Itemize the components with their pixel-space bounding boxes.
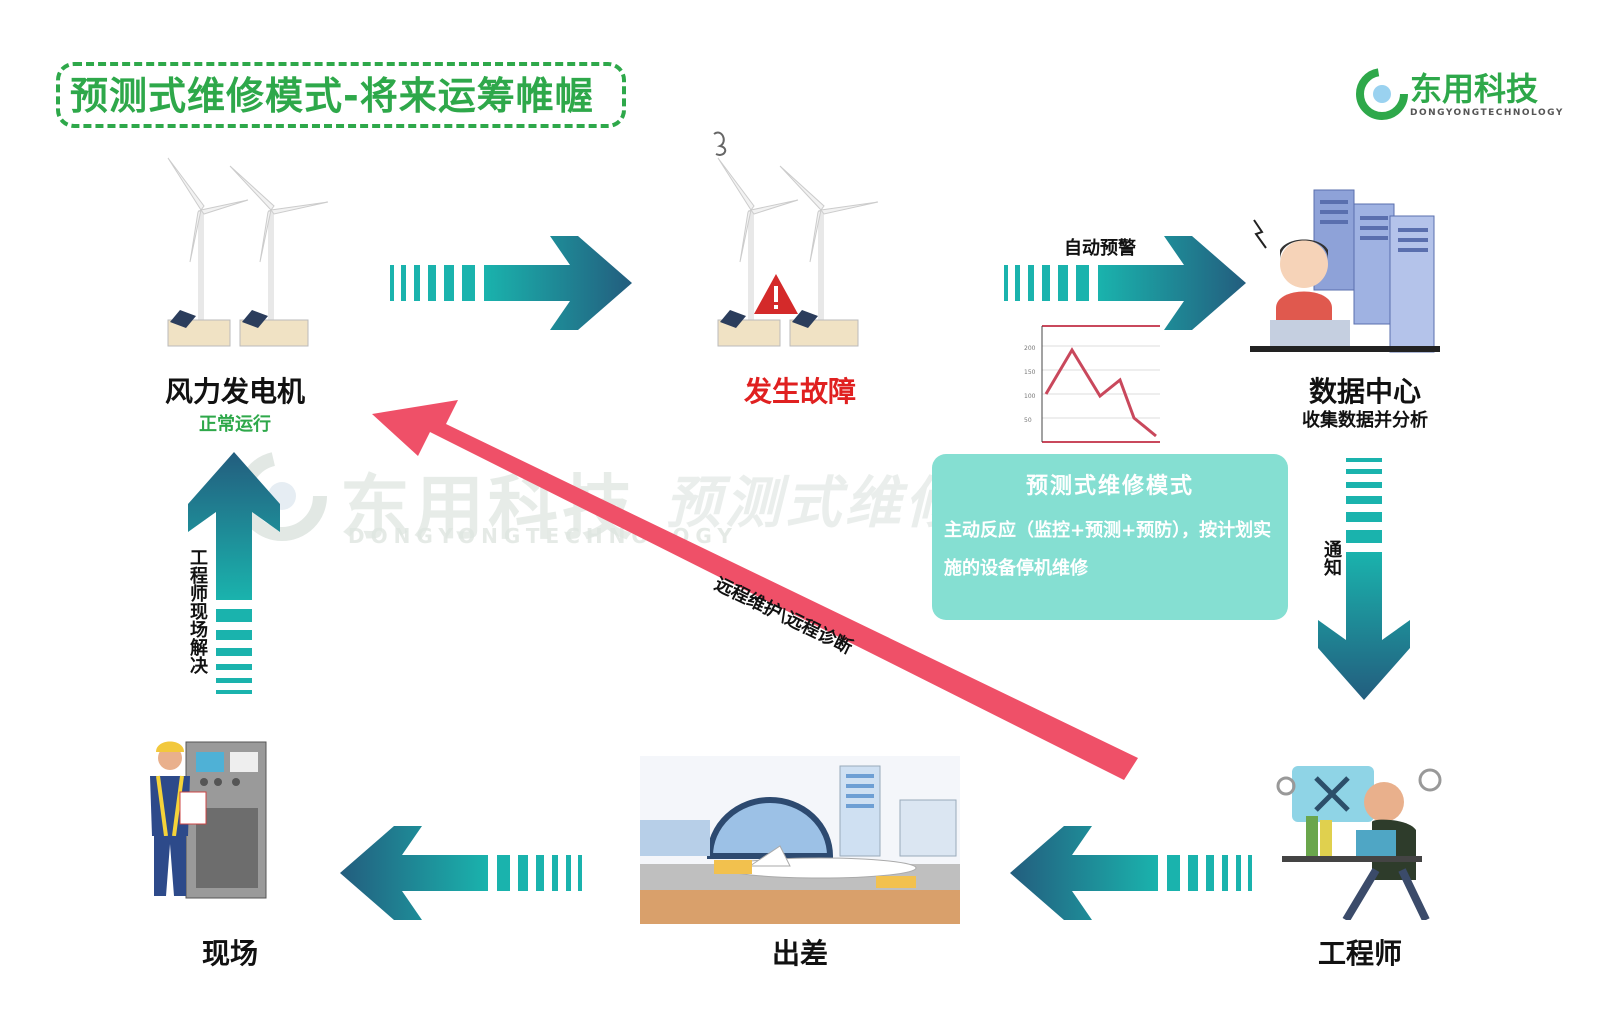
logo-name: 东用科技 (1410, 70, 1539, 108)
notify-label: 通知 (1321, 540, 1342, 576)
arrow-travel-to-site (340, 826, 582, 920)
info-card-title: 预测式维修模式 (1025, 474, 1194, 499)
broken-wind-turbine-icon (713, 131, 879, 347)
remote-maintenance-arrow (372, 400, 1138, 780)
node-travel-label: 出差 (771, 937, 828, 970)
logo-icon (1356, 68, 1408, 120)
mini-chart-y-tick: 150 (1024, 369, 1036, 376)
node-turbine-status: 正常运行 (199, 414, 271, 435)
mini-chart-y-tick: 50 (1024, 417, 1032, 424)
onsite-solve-label: 工程师现场解决 (187, 548, 208, 674)
info-card-body: 主动反应（监控+预测+预防），按计划实施的设备停机维修 (944, 520, 1272, 579)
logo-subtitle: DONGYONGTECHNOLOGY (1410, 108, 1564, 118)
mini-chart-y-tick: 200 (1024, 345, 1036, 352)
engineer-at-desk-icon (1276, 766, 1442, 920)
node-engineer-label: 工程师 (1317, 937, 1402, 970)
arrow-site-to-turbine (188, 452, 280, 694)
arrow-datacenter-to-engineer (1318, 458, 1410, 700)
node-fault-label: 发生故障 (743, 375, 856, 408)
arrow-engineer-to-travel (1010, 826, 1252, 920)
onsite-worker-icon (150, 741, 267, 899)
arrow-turbine-to-fault (390, 236, 632, 330)
info-card (932, 454, 1288, 620)
node-datacenter-sub: 收集数据并分析 (1302, 410, 1428, 431)
node-site-label: 现场 (201, 937, 258, 970)
arrow-fault-to-datacenter (1004, 236, 1246, 330)
trend-mini-chart: 200 150 100 50 (1024, 325, 1160, 443)
mini-chart-y-tick: 100 (1024, 393, 1036, 400)
node-datacenter-label: 数据中心 (1308, 375, 1421, 408)
auto-alert-label: 自动预警 (1064, 238, 1136, 259)
data-center-icon (1250, 189, 1440, 353)
title-frame (56, 62, 626, 128)
page-title: 预测式维修模式-将来运筹帷幄 (70, 74, 594, 118)
node-turbine-label: 风力发电机 (164, 375, 305, 408)
wind-turbine-icon (167, 157, 329, 347)
airport-travel-icon (640, 756, 960, 924)
